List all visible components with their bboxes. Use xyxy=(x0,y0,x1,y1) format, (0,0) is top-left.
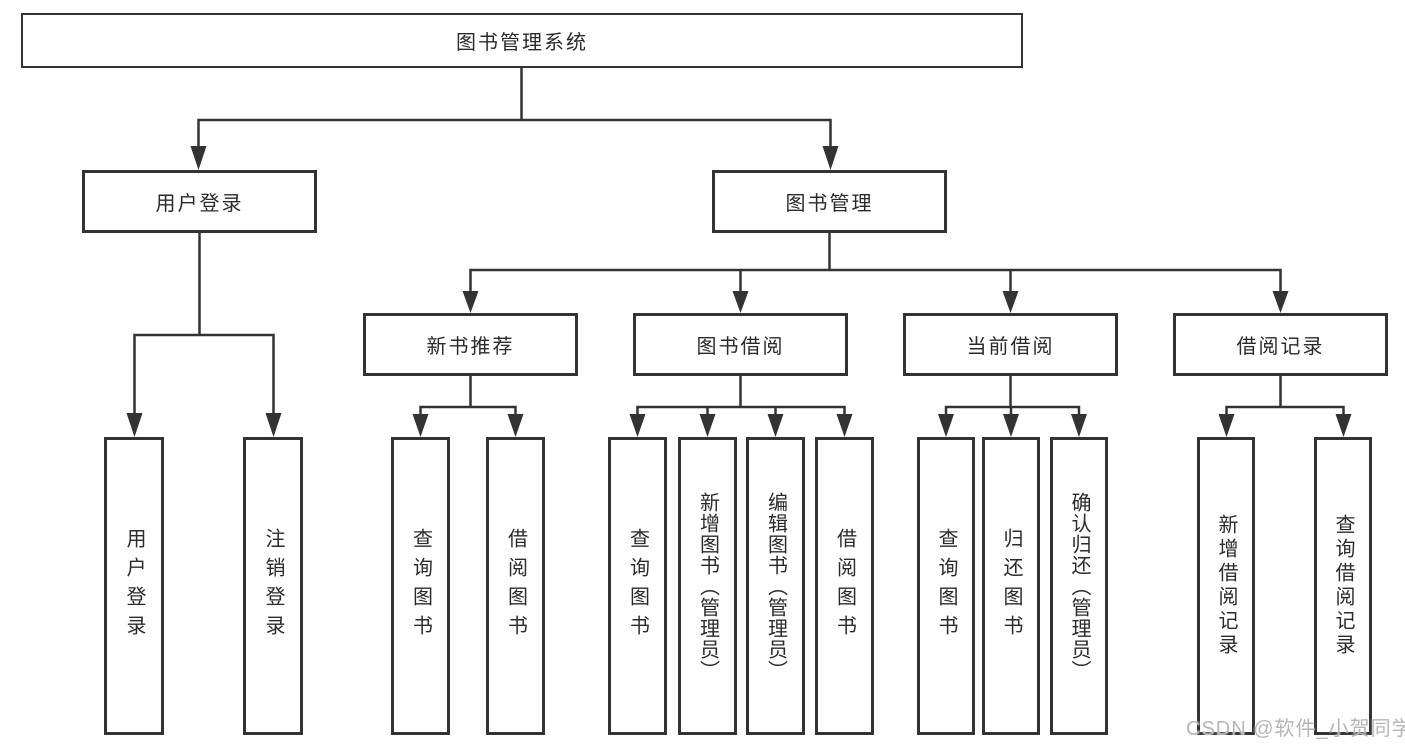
node-book-borrowing: 图书借阅 xyxy=(633,313,848,376)
leaf-borrow-books-borrowing: 借阅图书 xyxy=(815,437,874,735)
node-borrowing-records: 借阅记录 xyxy=(1173,313,1388,376)
csdn-watermark: CSDN @软件_小贺同学 xyxy=(1186,718,1405,740)
leaf-user-login: 用户登录 xyxy=(104,437,164,735)
leaf-query-borrow-record: 查询借阅记录 xyxy=(1314,437,1372,735)
leaf-query-books-borrowing: 查询图书 xyxy=(608,437,667,735)
node-book-management: 图书管理 xyxy=(712,170,947,233)
leaf-borrow-books-recommend: 借阅图书 xyxy=(486,437,545,735)
leaf-query-books-recommend: 查询图书 xyxy=(391,437,450,735)
leaf-confirm-return-admin: 确认归还（管理员） xyxy=(1050,437,1108,735)
node-user-login: 用户登录 xyxy=(82,170,317,233)
node-current-borrowing: 当前借阅 xyxy=(903,313,1118,376)
leaf-return-books: 归还图书 xyxy=(982,437,1040,735)
node-library-management-system: 图书管理系统 xyxy=(21,13,1023,68)
leaf-logout: 注销登录 xyxy=(243,437,303,735)
leaf-edit-book-admin: 编辑图书（管理员） xyxy=(746,437,805,735)
leaf-query-books-current: 查询图书 xyxy=(917,437,975,735)
node-new-book-recommendation: 新书推荐 xyxy=(363,313,578,376)
leaf-add-borrow-record: 新增借阅记录 xyxy=(1197,437,1255,735)
leaf-add-book-admin: 新增图书（管理员） xyxy=(678,437,737,735)
